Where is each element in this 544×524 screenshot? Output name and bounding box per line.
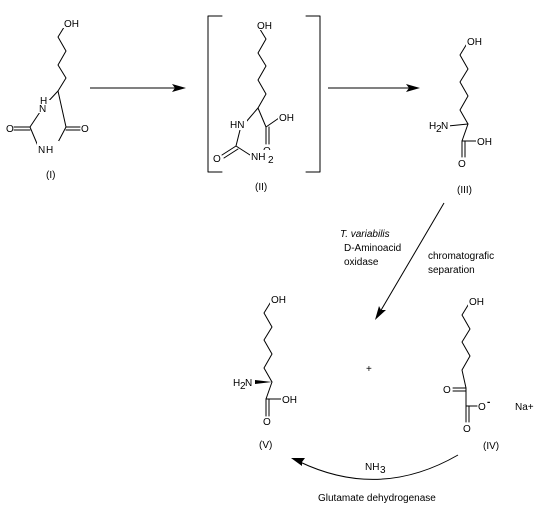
separation-label: separation [428, 265, 475, 276]
atom-h: H [233, 378, 240, 389]
atom-subscript: 2 [268, 155, 274, 166]
counter-ion: Na+ [515, 402, 534, 413]
atom-h: H [46, 145, 53, 156]
compound-iii: OH H 2 N OH O (III) [428, 34, 496, 196]
reagent-label: NH [365, 462, 379, 473]
bracket-left-icon [207, 15, 223, 173]
atom-o: O [443, 385, 451, 396]
atom-oh: OH [279, 113, 294, 124]
atom-oh: OH [64, 19, 79, 30]
atom-h: H [429, 121, 436, 132]
atom-h: H [40, 96, 47, 107]
atom-nh: NH [251, 152, 265, 163]
arrow-curved-icon [291, 454, 459, 480]
compound-label: (III) [457, 185, 472, 196]
wedge-bond [255, 380, 272, 384]
arrow-diagonal-icon [375, 202, 445, 320]
atom-o: O [213, 154, 221, 165]
atom-o: O [263, 417, 271, 428]
plus-sign: + [366, 364, 372, 375]
compound-label: (V) [259, 440, 272, 451]
atom-oh: OH [469, 297, 484, 308]
compound-i: OH H N N H O O (I) [6, 16, 89, 181]
bracket-right-icon [305, 15, 321, 173]
charge-sign: - [487, 397, 490, 408]
arrow-right-icon [90, 84, 186, 92]
atom-oh: OH [477, 137, 492, 148]
organism-label: T. variabilis [340, 229, 390, 240]
atom-n: N [38, 145, 45, 156]
compound-v: OH H 2 N OH O (V) [233, 292, 301, 451]
atom-oh: OH [467, 37, 482, 48]
atom-oh: OH [282, 395, 297, 406]
compound-label: (I) [46, 170, 55, 181]
atom-o: O [81, 124, 89, 135]
separation-label: chromatografic [428, 251, 494, 262]
compound-label: (II) [255, 182, 267, 193]
atom-o: O [478, 402, 486, 413]
atom-n: N [245, 378, 252, 389]
atom-subscript: 2 [436, 124, 442, 135]
atom-n: N [39, 104, 46, 115]
atom-o: O [458, 159, 466, 170]
atom-subscript: 2 [240, 381, 246, 392]
arrow-right-icon [328, 84, 420, 92]
atom-o: O [6, 124, 14, 135]
enzyme-label: D-Aminoacid [344, 243, 401, 254]
atom-n: N [441, 121, 448, 132]
atom-oh: OH [257, 21, 272, 32]
compound-ii: OH HN OH O O NH 2 (II) [207, 15, 321, 193]
atom-o: O [463, 424, 471, 435]
compound-iv: OH O O - O Na+ (IV) [443, 294, 534, 452]
reagent-subscript: 3 [380, 465, 386, 476]
atom-oh: OH [271, 295, 286, 306]
enzyme-label: Glutamate dehydrogenase [318, 493, 436, 504]
compound-label: (IV) [483, 441, 499, 452]
atom-hn: HN [230, 120, 244, 131]
enzyme-label: oxidase [344, 257, 379, 268]
